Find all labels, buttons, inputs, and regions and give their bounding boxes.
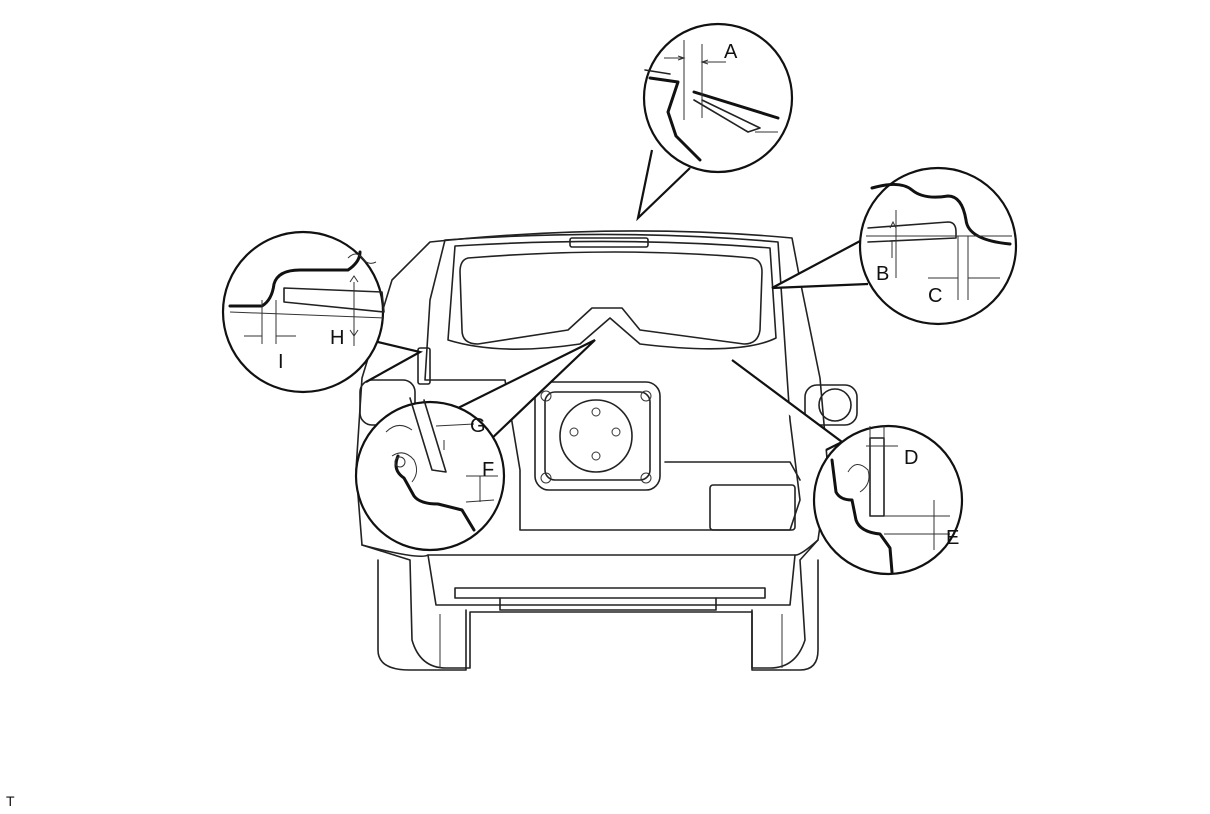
label-h: H (330, 327, 344, 349)
leader-bc (771, 239, 869, 290)
detail-callout-de: D E (812, 424, 964, 576)
spare-tire-carrier (534, 381, 661, 491)
right-tail-light (804, 384, 858, 426)
detail-callout-a: A (642, 22, 794, 174)
high-mount-stop-light (569, 237, 649, 248)
label-b: B (876, 263, 889, 285)
leader-hi (365, 340, 424, 383)
leader-fg (449, 339, 596, 443)
detail-callout-hi: H I (221, 230, 385, 394)
left-rear-tire (377, 559, 467, 671)
rear-window-inner (447, 240, 777, 350)
vehicle-body-outline (355, 230, 829, 669)
license-plate-area (709, 484, 796, 531)
detail-callout-fg: G F (354, 397, 506, 552)
label-g: G (470, 415, 486, 437)
rear-window (459, 251, 763, 345)
detail-callout-bc: B C (858, 166, 1018, 326)
leader-a (636, 149, 691, 222)
leader-lines (365, 149, 869, 451)
label-i: I (278, 351, 284, 373)
label-d: D (904, 447, 918, 469)
corner-mark: T (6, 793, 15, 809)
label-c: C (928, 285, 942, 307)
right-rear-tire (751, 559, 819, 671)
label-e: E (946, 527, 959, 549)
label-a: A (724, 41, 738, 63)
rear-bumper (427, 554, 796, 606)
label-f: F (482, 459, 494, 481)
back-door-outline (424, 233, 801, 531)
